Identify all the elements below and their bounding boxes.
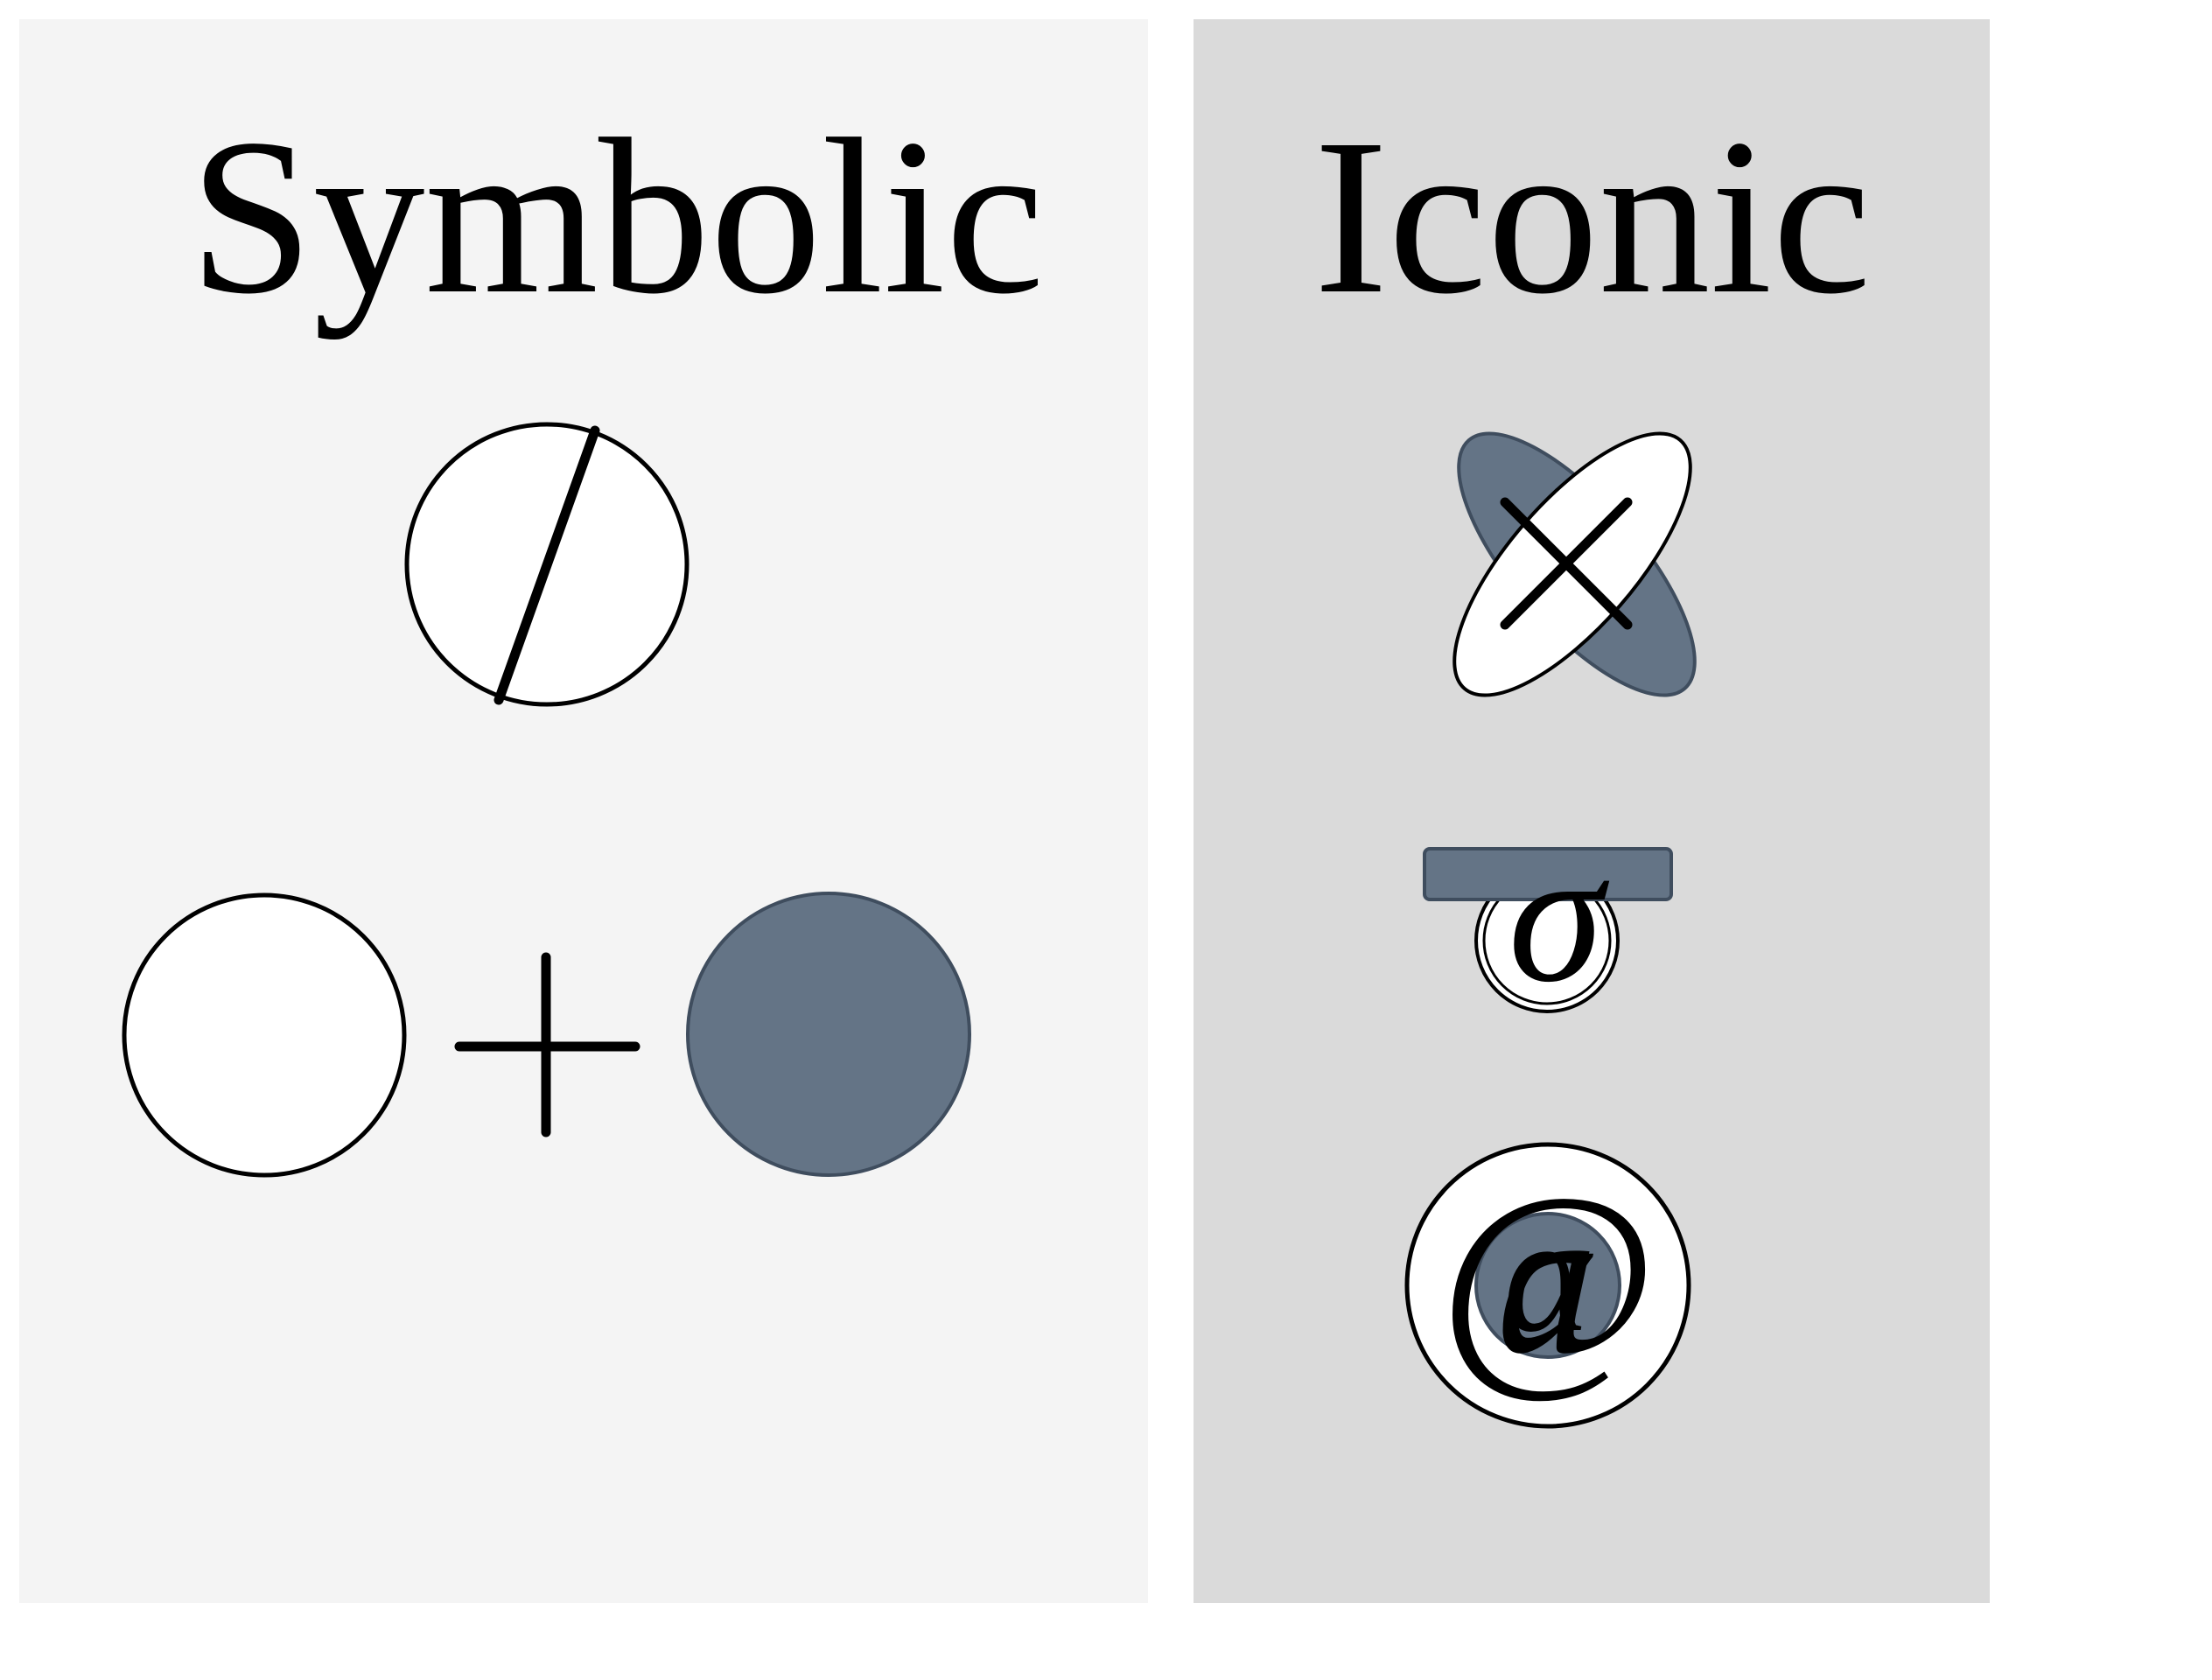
crossed-ellipses-icon	[1452, 431, 1697, 697]
symbolic-panel: Symbolic	[19, 19, 1148, 1603]
white-circle-operand	[122, 892, 407, 1178]
at-sign-filled-core	[1474, 1212, 1621, 1359]
filled-circle-operand	[686, 892, 971, 1177]
cross-stroke-b	[1500, 497, 1633, 630]
at-sign-icon: @ α	[1404, 1142, 1691, 1429]
symbolic-panel-background	[19, 19, 1148, 1603]
plus-icon	[454, 952, 640, 1138]
slashed-circle-icon	[404, 422, 690, 707]
iconic-panel: Iconic σ @ α	[1194, 19, 1990, 1603]
slashed-circle-slash	[494, 425, 600, 705]
alpha-glyph: α	[1503, 1183, 1593, 1367]
sigma-bar	[1423, 847, 1673, 901]
sigma-icon: σ	[1423, 808, 1673, 1022]
symbolic-title: Symbolic	[189, 94, 1045, 340]
iconic-title: Iconic	[1313, 94, 1871, 340]
sigma-glyph: σ	[1508, 808, 1610, 1022]
at-sign-glyph: @	[1440, 1146, 1658, 1408]
